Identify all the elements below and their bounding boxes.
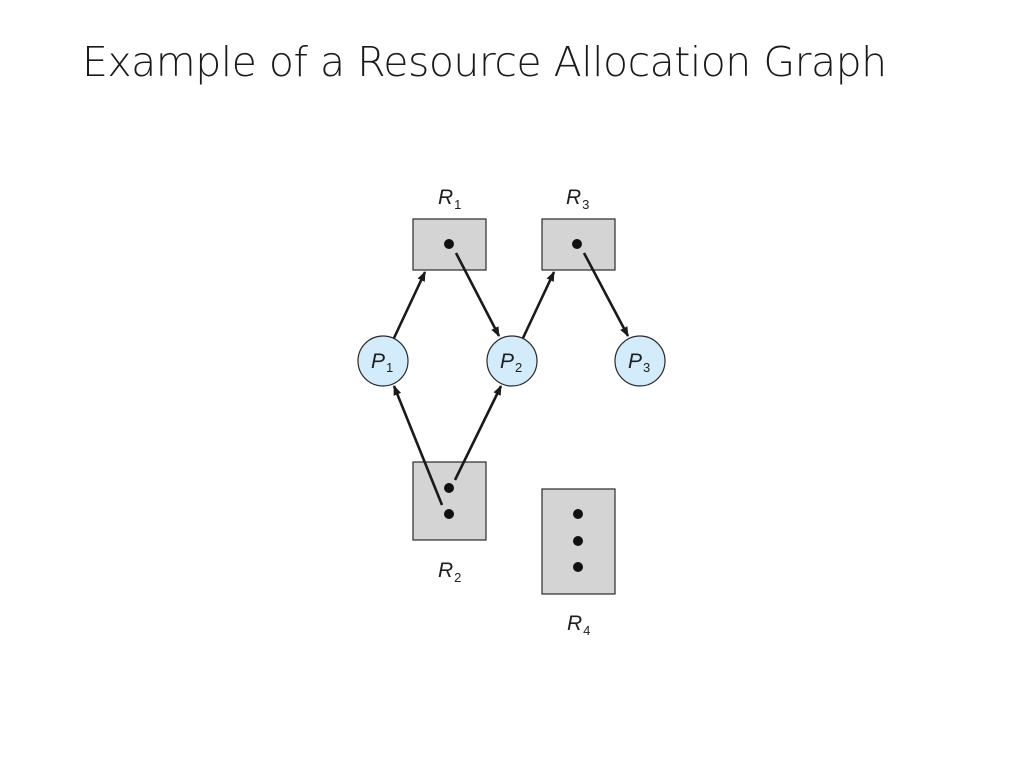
process-p3-label: P3 [628, 350, 650, 375]
edge-r2-assigned-p1 [392, 385, 444, 506]
edge-p1-requests-r1 [392, 271, 427, 339]
resource-r1: R1 [412, 186, 487, 271]
r1-instance-dot [444, 239, 454, 249]
resource-r4-label: R4 [567, 612, 590, 638]
r4-instance-dot [573, 562, 583, 572]
r3-instance-dot [572, 239, 582, 249]
r2-instance-dot [444, 483, 454, 493]
resource-r1-label: R1 [438, 186, 461, 212]
resource-r2: R2 [412, 461, 487, 585]
process-p1: P1 [357, 335, 409, 387]
edge-r2-assigned-p2 [453, 385, 503, 481]
edge-r3-assigned-p3 [582, 252, 630, 337]
process-p1-label: P1 [371, 350, 393, 375]
edge-p2-requests-r3 [521, 271, 556, 339]
process-p3: P3 [614, 335, 666, 387]
resource-r3-label: R3 [566, 186, 589, 212]
resource-r2-box [412, 461, 487, 541]
r2-instance-dot [444, 509, 454, 519]
r4-instance-dot [573, 536, 583, 546]
edge-r1-assigned-p2 [454, 252, 501, 337]
process-p2-label: P2 [500, 350, 522, 375]
process-p2-circle [486, 335, 538, 387]
resource-r4: R4 [541, 488, 616, 638]
slide-title: Example of a Resource Allocation Graph [82, 38, 887, 86]
resource-r2-label: R2 [438, 559, 461, 585]
process-p1-circle [357, 335, 409, 387]
process-p2: P2 [486, 335, 538, 387]
process-p3-circle [614, 335, 666, 387]
resource-r3: R3 [541, 186, 616, 271]
r4-instance-dot [573, 509, 583, 519]
